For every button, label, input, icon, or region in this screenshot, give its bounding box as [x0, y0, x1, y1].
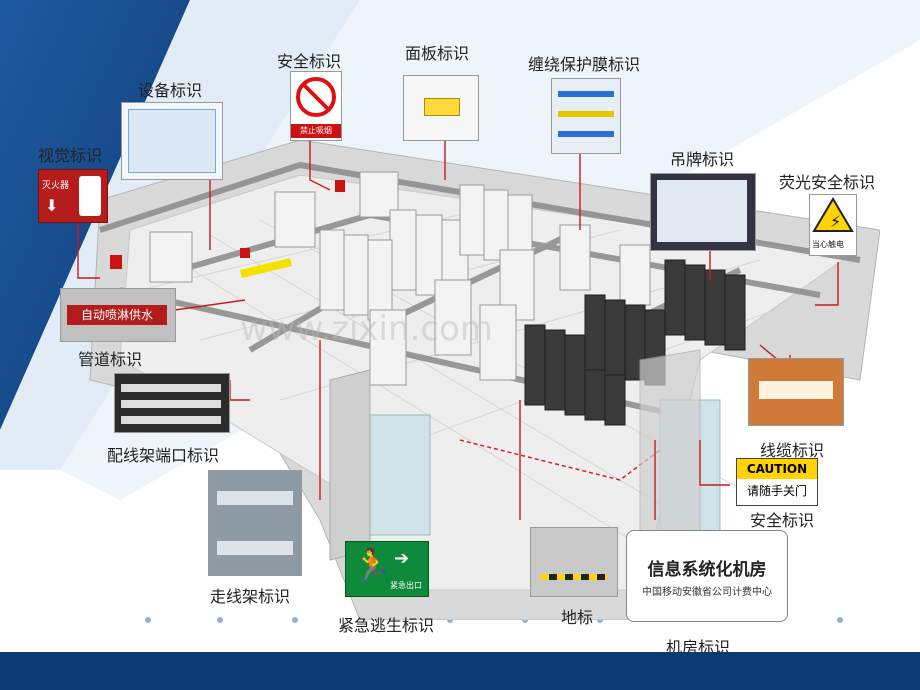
cable-icon: [558, 91, 614, 97]
electric-warning-icon: ⚡: [812, 197, 854, 232]
svg-text:⚡: ⚡: [830, 212, 841, 231]
floor-stripe: [541, 574, 607, 580]
label-patch: 配线架端口标识: [107, 446, 220, 465]
thumb-room-sign: 信息系统化机房 中国移动安徽省公司计费中心: [626, 530, 788, 622]
label-visual: 视觉标识: [38, 146, 103, 165]
arrow-right-icon: ➔: [394, 548, 410, 569]
label-tray: 走线架标识: [210, 587, 291, 606]
thumb-cable: [748, 358, 844, 426]
cable-label-tag: [759, 381, 833, 399]
thumb-patch: [114, 373, 230, 433]
tray-rail: [217, 541, 293, 555]
escape-sign-text: 紧急出口: [390, 581, 422, 590]
label-pipe: 管道标识: [78, 350, 143, 369]
watermark: www.zixin.com: [240, 309, 493, 349]
label-escape: 紧急逃生标识: [338, 616, 435, 635]
thumb-hang: [650, 173, 756, 251]
thumb-escape: 🏃 ➔ 紧急出口: [345, 541, 429, 597]
patch-row: [121, 384, 221, 392]
cable-icon: [558, 131, 614, 137]
thumb-pipe: 自动喷淋供水: [60, 288, 176, 342]
label-safety-top: 安全标识: [277, 52, 342, 71]
thumb-caution: CAUTION 请随手关门: [736, 458, 818, 506]
arrow-down-icon: ⬇: [45, 196, 59, 215]
extinguisher-icon: [79, 176, 101, 216]
label-floor: 地标: [561, 608, 594, 627]
thumb-fluorescent: ⚡ 当心触电: [809, 194, 857, 256]
hang-tag-card: [657, 180, 747, 242]
tray-rail: [217, 491, 293, 505]
equipment-label-card: [128, 109, 216, 173]
label-cable: 线缆标识: [760, 441, 825, 460]
fluor-sign-text: 当心触电: [812, 240, 844, 249]
label-safety-bottom: 安全标识: [750, 511, 815, 530]
patch-row: [121, 400, 221, 408]
label-wrap: 缠绕保护膜标识: [528, 55, 641, 74]
label-equipment: 设备标识: [138, 81, 203, 100]
safety-sign-text: 禁止吸烟: [291, 124, 341, 138]
thumb-safety-sign: 禁止吸烟: [290, 71, 342, 141]
room-sign-sub: 中国移动安徽省公司计费中心: [642, 587, 772, 598]
patch-row: [121, 416, 221, 424]
fire-sign-text: 灭火器: [42, 181, 70, 191]
footer-bar: [0, 652, 920, 690]
caution-sub-text: 请随手关门: [746, 484, 807, 498]
no-smoking-icon: [296, 77, 336, 117]
label-hang: 吊牌标识: [670, 150, 735, 169]
thumb-tray: [208, 470, 302, 576]
thumb-equipment: [121, 102, 223, 180]
thumb-floor: [530, 527, 618, 597]
pipe-text: 自动喷淋供水: [67, 305, 167, 325]
label-fluorescent: 荧光安全标识: [779, 173, 876, 192]
room-sign-title: 信息系统化机房: [647, 560, 767, 580]
panel-port-icon: [424, 98, 460, 116]
thumb-fire-sign: 灭火器 ⬇: [38, 169, 108, 223]
caution-text: CAUTION: [737, 459, 817, 479]
label-panel: 面板标识: [405, 44, 470, 63]
cable-icon: [558, 111, 614, 117]
thumb-wrap: [551, 78, 621, 154]
running-man-icon: 🏃: [352, 546, 392, 584]
thumb-panel: [403, 75, 479, 141]
